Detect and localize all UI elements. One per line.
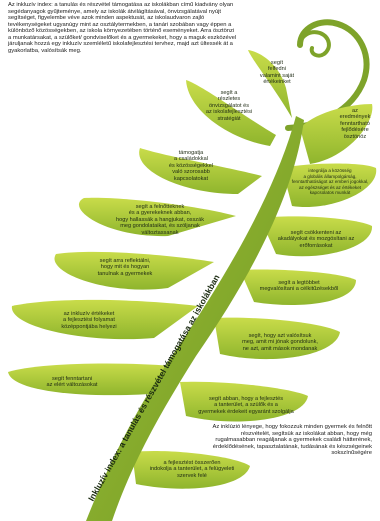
leaflet-text: segít arra reflektálni, hogy mit és hogy… <box>97 258 153 277</box>
inclusion-summary-text: Az inklúzió lényege, hogy fokozzuk minde… <box>212 424 373 456</box>
leaflet-text: az eredmények fenntartható fejlődésére ö… <box>339 108 371 140</box>
leaflet-text: segít a részletes önvizsgálatot és az is… <box>205 90 253 122</box>
leaflet-text: az inkluzív értékeket a fejlesztési foly… <box>61 311 117 330</box>
leaflet-shape <box>8 363 172 396</box>
leaflet-text: segít, hogy azt valósítsuk meg, amit mi … <box>242 333 318 352</box>
leaflet-shape <box>260 216 373 257</box>
leaflet-shape <box>11 299 199 340</box>
leaflet-shape <box>282 163 377 208</box>
leaflet-text: segít csökkenteni az akadályokat és mozg… <box>277 230 355 249</box>
leaflet-text: segít fenntartani az elért változásokat <box>46 376 98 389</box>
leaflet-shape <box>180 381 308 422</box>
leaflet-shape <box>78 197 236 237</box>
leaflet-text: segít felfedni valamint saját értékeinke… <box>259 60 295 86</box>
leaflet-shape <box>186 80 276 146</box>
leaflet-shape <box>139 148 262 194</box>
leaflet-text: segít abban, hogy a fejlesztés a tanterü… <box>198 396 294 415</box>
leaflet-shape <box>300 104 373 164</box>
leaflet-text: segít a legtöbbet megvalósítani a célkit… <box>259 280 339 293</box>
leaflet-text: támogatja a családokkal és közösségekkel… <box>168 150 214 182</box>
leaflet-text: integrálja a közösség a globális állampo… <box>291 168 369 196</box>
leaflet-shape <box>132 450 250 489</box>
leaflet-shape <box>240 269 356 306</box>
leaflet-shape <box>54 251 215 290</box>
leaflet-shape <box>248 50 292 118</box>
leaflet-text: segít a felnőtteknek és a gyerekeknek ab… <box>115 204 204 236</box>
fern-stem <box>86 116 304 521</box>
intro-text: Az inkluzív index: a tanulás és részvéte… <box>8 2 237 54</box>
leaflet-text: a fejlesztést összerően indokolja a tant… <box>149 460 235 479</box>
leaflet-shape <box>214 317 340 360</box>
